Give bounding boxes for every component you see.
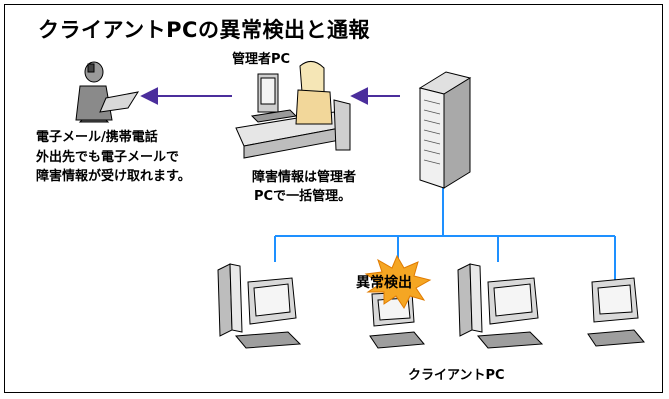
client-pc-icon <box>457 263 544 349</box>
network-lines <box>274 185 616 280</box>
mobile-caption-line: 障害情報が受け取れます。 <box>36 169 191 184</box>
admin-caption-line: PCで一括管理。 <box>254 189 352 204</box>
client-pc-icon <box>587 277 645 347</box>
client-pc-icon <box>369 291 425 349</box>
diagram-frame <box>4 4 663 393</box>
mobile-caption-line: 外出先でも電子メールで <box>36 150 180 165</box>
admin-workstation-icon <box>235 61 351 159</box>
client-pc-icon <box>217 263 302 349</box>
admin-caption-line: 障害情報は管理者 <box>252 170 357 185</box>
mobile-person-icon <box>75 61 140 123</box>
server-icon <box>418 71 472 189</box>
admin-caption: 障害情報は管理者 PCで一括管理。 <box>252 168 356 206</box>
client-pc-label: クライアントPC <box>408 368 505 383</box>
diagram-title: クライアントPCの異常検出と通報 <box>38 18 370 42</box>
mobile-caption: 外出先でも電子メールで 障害情報が受け取れます。 <box>36 148 191 186</box>
mobile-label: 電子メール/携帯電話 <box>36 130 158 145</box>
alert-burst-icon <box>364 254 432 309</box>
alert-label: 異常検出 <box>356 275 412 291</box>
admin-pc-label: 管理者PC <box>232 52 291 67</box>
